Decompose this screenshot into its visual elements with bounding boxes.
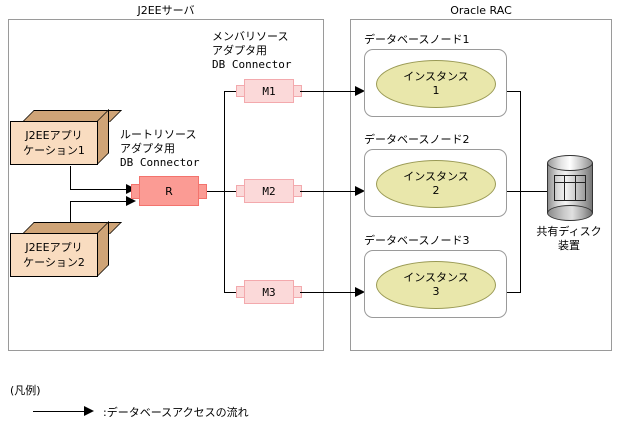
root-adapter-caption-line2: アダプタ用: [120, 142, 175, 155]
connector-tab-right: [198, 183, 207, 199]
node2-to-bus-line: [507, 191, 521, 192]
disk-platter-grid: [554, 175, 586, 201]
instance-1-label-line1: インスタンス: [403, 70, 469, 83]
m2-to-node2-arrowhead: [355, 186, 365, 196]
bus-to-m2-horizontal: [224, 191, 238, 192]
member-adapter-caption-line1: メンバリソース: [212, 30, 289, 43]
legend-arrow-meaning: :データベースアクセスの流れ: [103, 406, 249, 419]
shared-disk-label-line2: 装置: [558, 239, 580, 252]
box-side-face: [97, 109, 109, 165]
database-node-1[interactable]: インスタンス 1: [364, 49, 507, 117]
j2ee-application-1[interactable]: J2EEアプリ ケーション1: [10, 109, 122, 166]
app1-label-line2: ケーション1: [23, 144, 85, 157]
instance-3: インスタンス 3: [376, 261, 496, 309]
cylinder-bottom: [547, 205, 593, 221]
legend-arrowhead: [84, 406, 94, 416]
database-node-2-title: データベースノード2: [364, 133, 470, 146]
root-adapter-caption-line1: ルートリソース: [120, 128, 197, 141]
root-to-bus-horizontal: [207, 191, 225, 192]
database-node-3[interactable]: インスタンス 3: [364, 250, 507, 318]
j2ee-server-title: J2EEサーバ: [137, 4, 195, 17]
m1-to-node1-arrowhead: [355, 86, 365, 96]
root-adapter-caption-line3: DB Connector: [120, 156, 200, 169]
m1-to-node1-line: [300, 91, 362, 92]
box-side-face: [97, 221, 109, 277]
instance-2-label-line1: インスタンス: [403, 170, 469, 183]
app1-label-line1: J2EEアプリ: [25, 129, 83, 142]
member-resource-adapter-m2[interactable]: M2: [236, 179, 302, 203]
box-front-face: J2EEアプリ ケーション2: [10, 233, 98, 277]
m2-label: M2: [244, 179, 294, 203]
node1-to-bus-line: [507, 91, 521, 92]
legend-title: (凡例): [10, 384, 41, 397]
instance-2-label-line2: 2: [432, 184, 440, 197]
app1-to-root-vertical: [70, 166, 71, 189]
m2-to-node2-line: [300, 191, 362, 192]
m3-to-node3-line: [300, 292, 362, 293]
member-resource-adapter-m1[interactable]: M1: [236, 79, 302, 103]
database-node-1-title: データベースノード1: [364, 33, 470, 46]
database-node-3-title: データベースノード3: [364, 234, 470, 247]
bus-to-m3-horizontal: [224, 292, 238, 293]
m3-label: M3: [244, 280, 294, 304]
app2-to-root-horizontal: [70, 201, 128, 202]
node3-to-bus-line: [507, 292, 521, 293]
database-node-2[interactable]: インスタンス 2: [364, 149, 507, 217]
app2-to-root-vertical: [70, 201, 71, 222]
shared-disk-device[interactable]: [547, 155, 593, 221]
oracle-rac-title: Oracle RAC: [450, 4, 512, 17]
instance-1: インスタンス 1: [376, 60, 496, 108]
member-resource-adapter-m3[interactable]: M3: [236, 280, 302, 304]
app2-label-line2: ケーション2: [23, 256, 85, 269]
app2-to-root-arrowhead: [126, 196, 136, 206]
j2ee-application-2[interactable]: J2EEアプリ ケーション2: [10, 221, 122, 278]
cylinder-top: [547, 155, 593, 171]
app2-label-line1: J2EEアプリ: [25, 241, 83, 254]
member-adapter-caption-line3: DB Connector: [212, 58, 292, 71]
m3-to-node3-arrowhead: [355, 287, 365, 297]
m1-label: M1: [244, 79, 294, 103]
instance-3-label-line1: インスタンス: [403, 271, 469, 284]
bus-to-shared-disk-line: [520, 191, 549, 192]
legend-arrow-line: [33, 411, 91, 412]
instance-1-label-line2: 1: [432, 84, 440, 97]
root-resource-adapter[interactable]: R: [131, 176, 207, 206]
member-adapter-caption-line2: アダプタ用: [212, 44, 267, 57]
root-adapter-label: R: [139, 176, 199, 206]
bus-to-m1-horizontal: [224, 91, 238, 92]
shared-disk-label-line1: 共有ディスク: [536, 225, 602, 238]
app1-to-root-horizontal: [70, 189, 128, 190]
instance-2: インスタンス 2: [376, 160, 496, 208]
box-front-face: J2EEアプリ ケーション1: [10, 121, 98, 165]
instance-3-label-line2: 3: [432, 285, 440, 298]
